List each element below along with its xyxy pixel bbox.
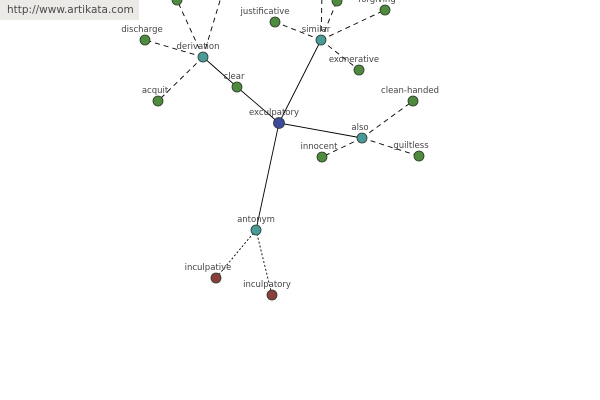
edge-similar-offscreen2 — [320, 0, 323, 41]
edge-exculpatory-also — [278, 122, 363, 139]
edge-similar-forgiving — [320, 9, 386, 41]
node-label-antonym[interactable]: antonym — [237, 215, 275, 225]
node-label-inculpative[interactable]: inculpative — [185, 263, 232, 273]
node-inculpative[interactable] — [210, 272, 222, 284]
node-top1[interactable] — [171, 0, 183, 6]
node-acquit[interactable] — [152, 95, 164, 107]
node-top2[interactable] — [331, 0, 343, 7]
node-label-exonerative[interactable]: exonerative — [329, 55, 379, 65]
node-label-exculpatory[interactable]: exculpatory — [249, 108, 299, 118]
edge-also-innocent — [321, 137, 363, 158]
node-label-guiltless[interactable]: guiltless — [393, 141, 429, 151]
edge-also-guiltless — [361, 137, 420, 157]
node-label-justificative[interactable]: justificative — [239, 7, 289, 17]
edge-antonym-inculpatory — [255, 229, 273, 296]
watermark-url[interactable]: http://www.artikata.com — [0, 0, 139, 20]
node-also[interactable] — [356, 132, 368, 144]
edge-derivation-discharge — [144, 39, 204, 58]
node-label-clear[interactable]: clear — [224, 72, 245, 82]
edge-exculpatory-antonym — [255, 122, 280, 231]
node-label-also[interactable]: also — [351, 123, 368, 133]
node-label-innocent[interactable]: innocent — [301, 142, 339, 152]
edge-exculpatory-clear — [236, 86, 280, 124]
node-clean-handed[interactable] — [407, 95, 419, 107]
node-innocent[interactable] — [316, 151, 328, 163]
edge-antonym-inculpative — [215, 229, 257, 279]
node-label-clean-handed[interactable]: clean-handed — [381, 86, 439, 96]
edge-exculpatory-similar — [278, 39, 322, 124]
node-clear[interactable] — [231, 81, 243, 93]
node-label-inculpatory[interactable]: inculpatory — [243, 280, 291, 290]
node-antonym[interactable] — [250, 224, 262, 236]
node-forgiving[interactable] — [379, 4, 391, 16]
node-exonerative[interactable] — [353, 64, 365, 76]
node-guiltless[interactable] — [413, 150, 425, 162]
node-justificative[interactable] — [269, 16, 281, 28]
edge-similar-exonerative — [320, 39, 360, 71]
label-layer: exculpatory derivation similar also antonym c… — [121, 0, 439, 290]
edge-clear-derivation — [202, 56, 238, 88]
edge-derivation-offscreen1 — [202, 0, 221, 58]
edge-also-clean-handed — [361, 100, 414, 139]
node-label-similar[interactable]: similar — [302, 25, 331, 35]
node-similar[interactable] — [315, 34, 327, 46]
edge-derivation-acquit — [157, 56, 204, 102]
node-discharge[interactable] — [139, 34, 151, 46]
edge-similar-top2 — [320, 0, 338, 41]
node-label-acquit[interactable]: acquit — [142, 86, 169, 96]
node-label-discharge[interactable]: discharge — [121, 25, 162, 35]
node-label-forgiving[interactable]: forgiving — [358, 0, 395, 5]
node-label-derivation[interactable]: derivation — [176, 42, 219, 52]
edge-layer — [144, 0, 420, 296]
node-layer — [139, 0, 425, 301]
edge-derivation-top1 — [176, 0, 204, 58]
node-derivation[interactable] — [197, 51, 209, 63]
node-inculpatory[interactable] — [266, 289, 278, 301]
node-exculpatory[interactable] — [273, 117, 285, 129]
